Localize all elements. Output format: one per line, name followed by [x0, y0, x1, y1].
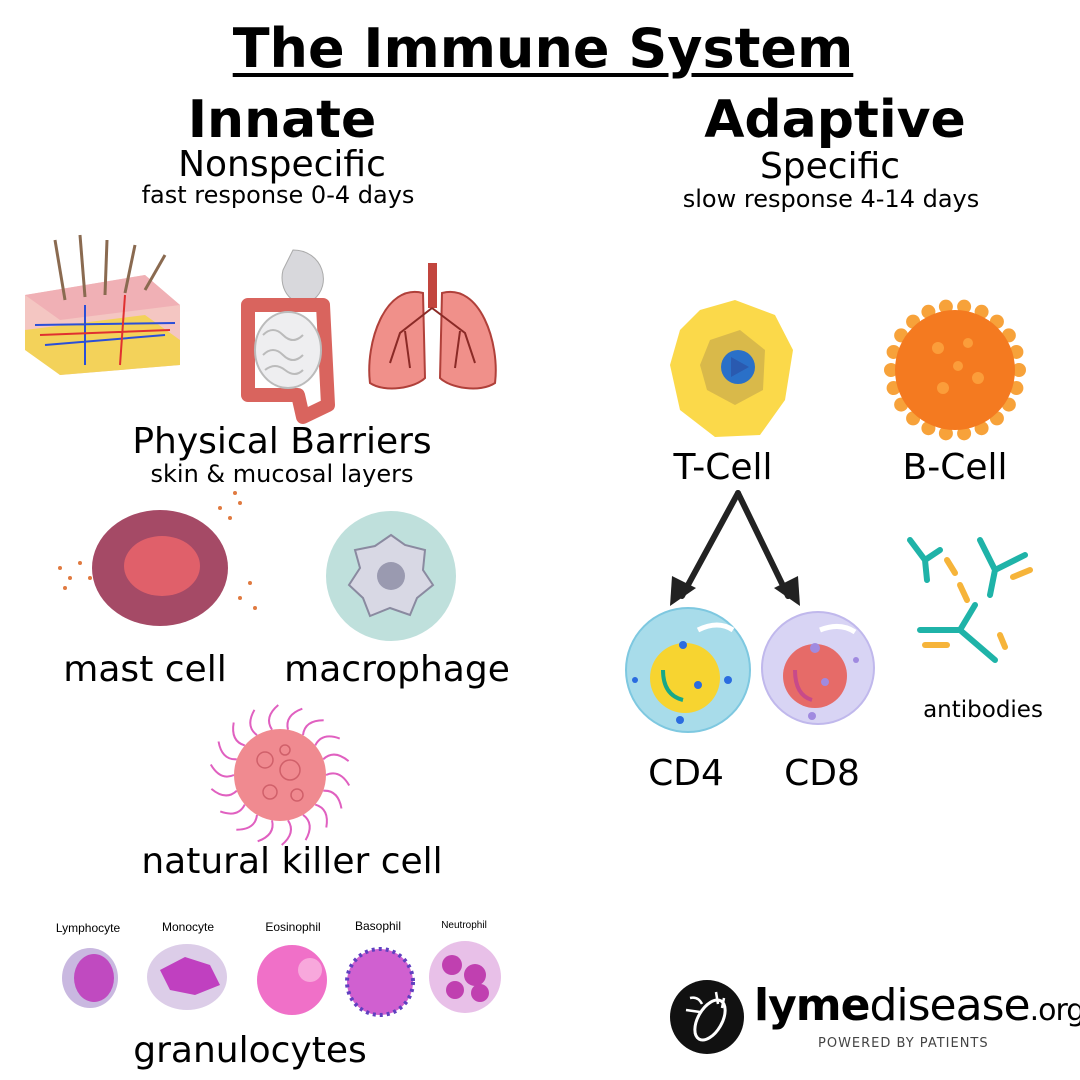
page-title: The Immune System [232, 17, 854, 80]
macrophage-label: macrophage [284, 649, 510, 690]
nk-spike [210, 788, 238, 797]
logo-tagline: POWERED BY PATIENTS [818, 1036, 989, 1051]
innate-subheading: Nonspecific [178, 144, 386, 185]
granulocyte-type-label: Basophil [354, 919, 402, 933]
cd4-cell-illustration [625, 607, 751, 733]
intestine-illustration [241, 249, 335, 424]
mast-cell-illustration [58, 491, 257, 626]
adaptive-response: slow response 4-14 days [682, 185, 980, 213]
nk-spike [281, 819, 292, 846]
nk-spike [268, 704, 279, 731]
macrophage-illustration [326, 511, 456, 641]
nk-spike [219, 804, 246, 815]
tick-logo-icon [670, 980, 744, 1054]
b-cell-spike [938, 299, 953, 314]
arrow-head-icon [670, 576, 696, 606]
b-cell-spike [884, 363, 898, 377]
cd4-label: CD4 [648, 753, 724, 794]
nk-spike [257, 820, 274, 843]
granulocytes-label: granulocytes [133, 1030, 367, 1071]
physical-barriers-sublabel: skin & mucosal layers [150, 460, 414, 488]
granulocyte-type-label: Monocyte [161, 920, 215, 934]
innate-heading: Innate [187, 90, 377, 150]
granulocyte-type-label: Lymphocyte [55, 921, 121, 935]
nk-spike [323, 789, 343, 809]
granulocyte-type-label: Eosinophil [265, 920, 321, 934]
b-cell-spike [957, 426, 972, 441]
t-cell-label: T-Cell [673, 447, 773, 488]
nk-spike [322, 753, 350, 762]
nk-spike [217, 741, 237, 761]
antibodies-label: antibodies [923, 697, 1043, 723]
nk-cell-illustration [209, 704, 351, 846]
skin-illustration [25, 234, 180, 375]
b-cell-spike [1012, 363, 1026, 377]
nk-spike [325, 772, 351, 786]
granulocyte-cells [62, 941, 501, 1017]
nk-spike [302, 814, 311, 841]
physical-barriers-label: Physical Barriers [132, 421, 432, 462]
cd8-cell-illustration [761, 611, 875, 725]
logo-name-light: disease [869, 980, 1030, 1031]
logo-name-bold: lyme [754, 980, 870, 1031]
logo-tld: .org [1029, 993, 1080, 1028]
granulocyte-type-label: Neutrophil [441, 920, 487, 931]
arrow-head-icon [774, 576, 800, 606]
adaptive-subheading: Specific [759, 146, 901, 187]
differentiation-arrows [670, 490, 800, 606]
nk-spike [232, 722, 246, 747]
nk-spike [314, 803, 328, 828]
b-cell-spike [957, 299, 972, 314]
b-cell-label: B-Cell [902, 447, 1008, 488]
nk-cell-label: natural killer cell [141, 841, 443, 882]
antibodies-illustration [907, 537, 1033, 663]
b-cell-spike [938, 426, 953, 441]
lymedisease-logo[interactable]: lymedisease.org POWERED BY PATIENTS [668, 978, 1080, 1058]
cd8-label: CD8 [784, 753, 860, 794]
b-cell-illustration [884, 299, 1026, 441]
nk-spike [236, 814, 258, 831]
adaptive-heading: Adaptive [704, 90, 966, 150]
t-cell-illustration [670, 300, 793, 437]
nk-spike [314, 735, 341, 746]
nk-spike [302, 719, 324, 736]
nk-spike [249, 709, 258, 736]
lungs-illustration [368, 263, 497, 390]
nk-spike [209, 764, 235, 778]
nk-spike [286, 707, 303, 730]
mast-cell-label: mast cell [63, 649, 227, 690]
innate-response: fast response 0-4 days [141, 181, 415, 209]
